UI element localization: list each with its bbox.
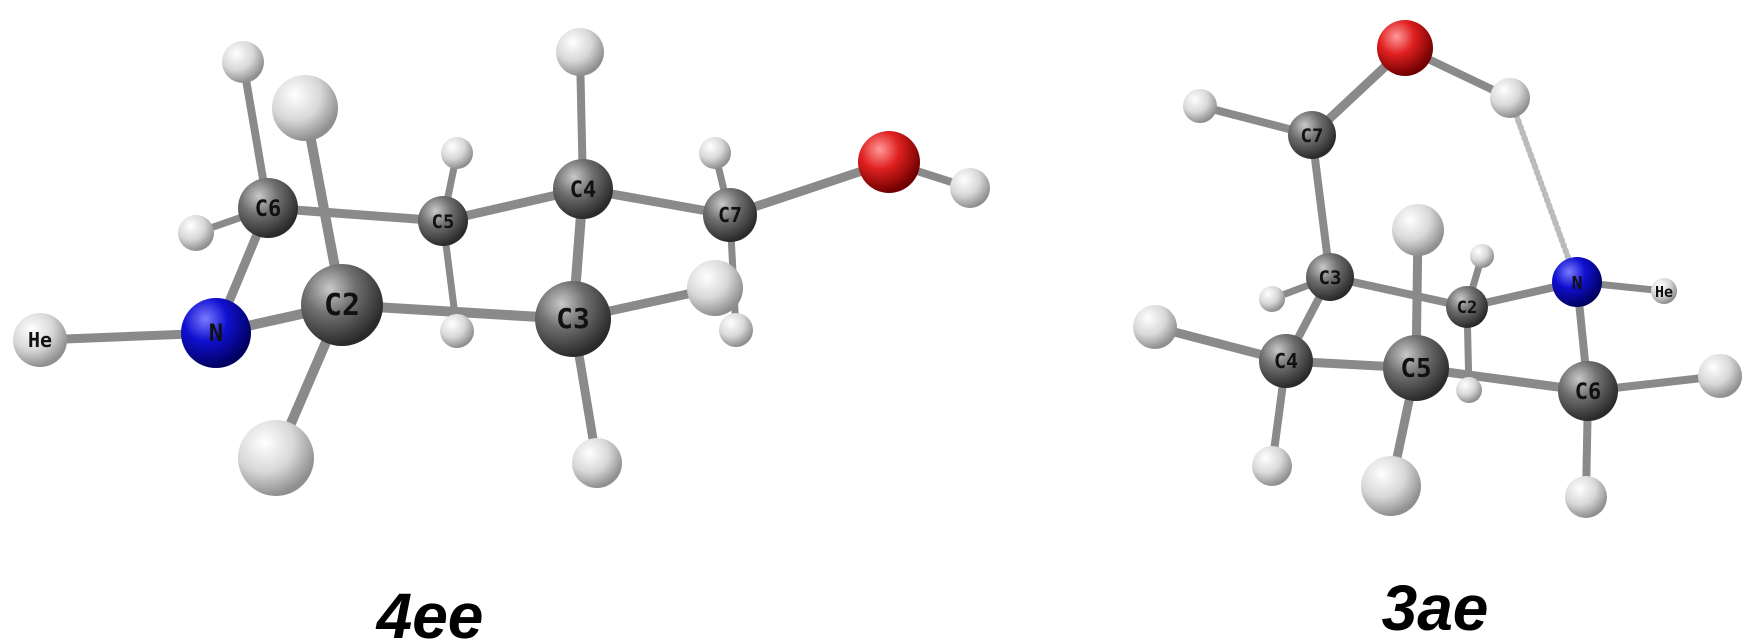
hydrogen-atom [1392, 204, 1444, 256]
hydrogen-atom [1252, 446, 1292, 486]
oxygen-atom [858, 131, 920, 193]
atom-label-c6: C6 [255, 197, 282, 222]
carbon-atom-c7 [1288, 111, 1336, 159]
atom-label-c5: C5 [432, 211, 455, 233]
carbon-atom-c2 [301, 264, 383, 346]
carbon-atom-c3 [1306, 253, 1354, 301]
bonds-4ee [35, 48, 974, 468]
nitrogen-atom [1552, 257, 1602, 307]
hydrogen-atom [272, 75, 338, 141]
hydrogen-atom [1698, 354, 1742, 398]
atom-label-n: N [1572, 273, 1583, 294]
hydrogen-atom [1183, 89, 1217, 123]
carbon-atom-c7 [703, 188, 757, 242]
caption-4ee: 4ee [375, 580, 484, 643]
hydrogen-atom [441, 137, 473, 169]
carbon-atom-c3 [535, 281, 611, 357]
atom-label-c4: C4 [570, 178, 597, 203]
hydrogen-atom-he [1651, 278, 1677, 304]
labels-4ee: He N C2 C3 C4 C5 C6 C7 [28, 178, 742, 352]
nitrogen-atom [181, 298, 251, 368]
carbon-atom-c6 [1558, 361, 1618, 421]
bonds-3ae [1150, 43, 1724, 501]
atom-label-c6: C6 [1575, 380, 1602, 405]
hydrogen-atom [1470, 244, 1494, 268]
hydrogen-atom [687, 260, 743, 316]
carbon-atom-c4 [1259, 334, 1313, 388]
atom-label-c7: C7 [718, 203, 742, 227]
hydrogen-atom [719, 313, 753, 347]
carbon-atom-c5 [1383, 335, 1449, 401]
atom-label-he: He [1655, 283, 1673, 301]
hydrogen-atom [440, 314, 474, 348]
oxygen-atom [1377, 20, 1433, 76]
hydrogen-atom [1565, 476, 1607, 518]
hydrogen-atom [1456, 377, 1482, 403]
atom-label-he: He [28, 328, 52, 352]
hydrogen-atom [1133, 305, 1177, 349]
atom-label-c3: C3 [556, 302, 590, 335]
atom-label-c5: C5 [1400, 354, 1431, 384]
hydrogen-atom [556, 28, 604, 76]
hydrogen-atom [178, 215, 214, 251]
labels-3ae: C7 C3 C2 N He C4 C5 C6 [1274, 125, 1673, 405]
atom-label-c4: C4 [1274, 349, 1298, 373]
hydrogen-atom [950, 168, 990, 208]
atom-label-c3: C3 [1319, 267, 1342, 289]
molecule-4ee: He N C2 C3 C4 C5 C6 C7 4ee [13, 28, 990, 643]
atom-label-c2: C2 [1457, 298, 1477, 318]
hydrogen-atom [1259, 286, 1285, 312]
caption-3ae: 3ae [1382, 572, 1489, 643]
hydrogen-atom [699, 137, 731, 169]
molecule-3ae: C7 C3 C2 N He C4 C5 C6 3ae [1133, 20, 1742, 643]
hydrogen-atom-he [13, 313, 67, 367]
hydrogen-atom [222, 41, 264, 83]
carbon-atom-c2 [1446, 286, 1488, 328]
hydrogen-atom [238, 420, 314, 496]
atom-label-c2: C2 [324, 288, 360, 323]
carbon-atom-c4 [553, 159, 613, 219]
hydrogen-bond [1507, 95, 1580, 285]
atoms-3ae [1133, 20, 1742, 518]
carbon-atom-c6 [238, 178, 298, 238]
hydrogen-atom [1361, 456, 1421, 516]
atom-label-c7: C7 [1301, 125, 1324, 147]
hydrogen-atom [572, 438, 622, 488]
hydrogen-atom [1490, 78, 1530, 118]
atoms-4ee [13, 28, 990, 496]
carbon-atom-c5 [418, 196, 468, 246]
atom-label-n: N [209, 319, 223, 347]
